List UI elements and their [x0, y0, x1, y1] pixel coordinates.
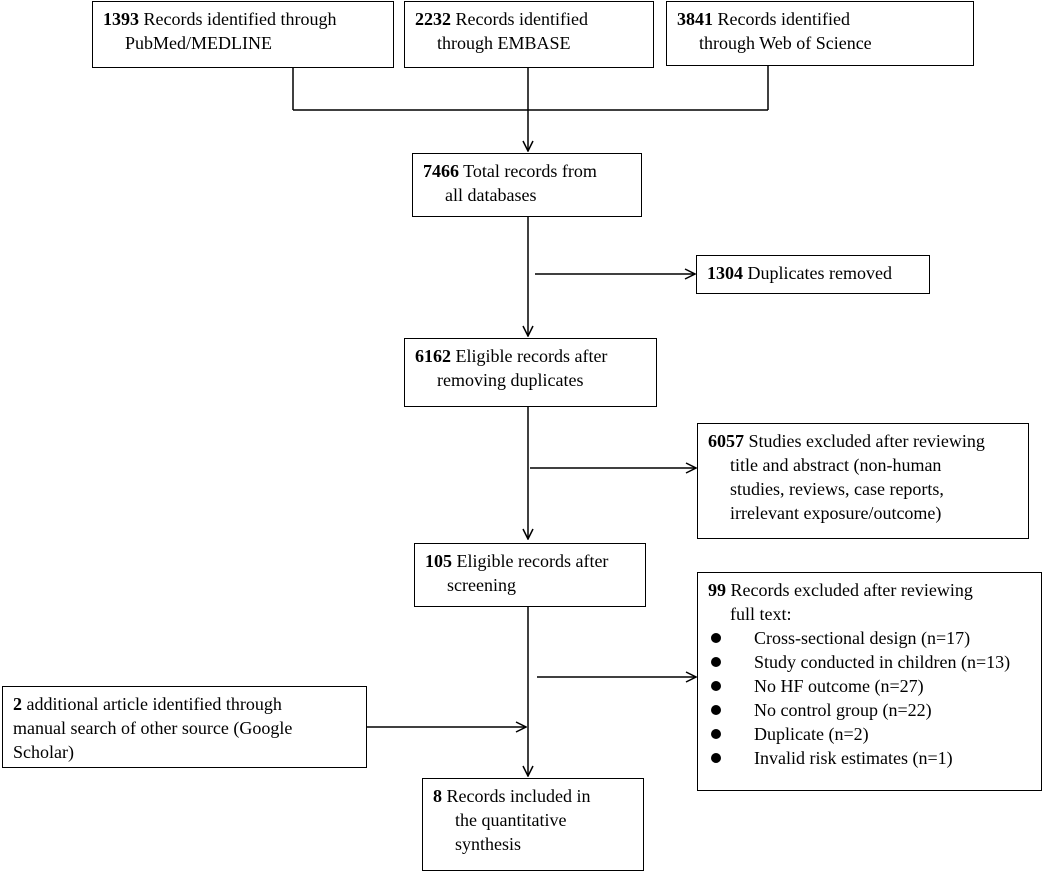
box-total-records: 7466 Total records from all databases: [412, 153, 642, 217]
text-excluded-title-1: Studies excluded after reviewing: [744, 431, 985, 451]
box-pubmed: 1393 Records identified through PubMed/M…: [92, 1, 394, 68]
text-embase-1: Records identified: [451, 9, 588, 29]
box-additional-articles: 2 additional article identified through …: [2, 686, 367, 768]
count-wos: 3841: [677, 9, 713, 29]
exclusion-reason-item: No control group (n=22): [708, 698, 1031, 722]
text-excluded-fulltext-2: full text:: [730, 604, 792, 624]
text-excluded-title-4: irrelevant exposure/outcome): [730, 503, 942, 523]
text-wos-1: Records identified: [713, 9, 850, 29]
text-total-1: Total records from: [459, 161, 597, 181]
exclusion-reason-item: Duplicate (n=2): [708, 722, 1031, 746]
text-eligible-2: removing duplicates: [437, 370, 584, 390]
text-excluded-title-3: studies, reviews, case reports,: [730, 479, 944, 499]
box-excluded-title-abstract: 6057 Studies excluded after reviewing ti…: [697, 423, 1029, 539]
text-included-2: the quantitative: [455, 810, 567, 830]
exclusion-reasons-list: Cross-sectional design (n=17) Study cond…: [708, 626, 1031, 770]
box-eligible-records: 6162 Eligible records after removing dup…: [404, 338, 657, 407]
exclusion-reason-item: Cross-sectional design (n=17): [708, 626, 1031, 650]
box-screened-records: 105 Eligible records after screening: [414, 543, 646, 607]
text-total-2: all databases: [445, 185, 537, 205]
count-included: 8: [433, 786, 442, 806]
text-screened-1: Eligible records after: [452, 551, 609, 571]
box-web-of-science: 3841 Records identified through Web of S…: [666, 1, 974, 66]
text-excluded-title-2: title and abstract (non-human: [730, 455, 942, 475]
count-total: 7466: [423, 161, 459, 181]
text-additional-2: manual search of other source (Google: [13, 718, 293, 738]
text-pubmed-2: PubMed/MEDLINE: [125, 33, 272, 53]
exclusion-reason-item: Study conducted in children (n=13): [708, 650, 1031, 674]
box-duplicates-removed: 1304 Duplicates removed: [696, 255, 930, 294]
text-additional-3: Scholar): [13, 742, 74, 762]
box-included-records: 8 Records included in the quantitative s…: [422, 778, 644, 871]
count-excluded-title: 6057: [708, 431, 744, 451]
text-pubmed-1: Records identified through: [139, 9, 337, 29]
text-included-3: synthesis: [455, 834, 522, 854]
text-screened-2: screening: [447, 575, 516, 595]
box-embase: 2232 Records identified through EMBASE: [404, 1, 654, 68]
text-excluded-fulltext-1: Records excluded after reviewing: [726, 580, 973, 600]
exclusion-reason-item: Invalid risk estimates (n=1): [708, 746, 1031, 770]
count-screened: 105: [425, 551, 452, 571]
box-excluded-full-text: 99 Records excluded after reviewing full…: [697, 572, 1042, 791]
count-duplicates: 1304: [707, 263, 743, 283]
text-embase-2: through EMBASE: [437, 33, 571, 53]
count-pubmed: 1393: [103, 9, 139, 29]
count-eligible: 6162: [415, 346, 451, 366]
text-eligible-1: Eligible records after: [451, 346, 608, 366]
exclusion-reason-item: No HF outcome (n=27): [708, 674, 1031, 698]
text-additional-1: additional article identified through: [22, 694, 282, 714]
text-included-1: Records included in: [442, 786, 591, 806]
text-wos-2: through Web of Science: [699, 33, 872, 53]
count-excluded-fulltext: 99: [708, 580, 726, 600]
text-duplicates: Duplicates removed: [743, 263, 892, 283]
count-embase: 2232: [415, 9, 451, 29]
count-additional: 2: [13, 694, 22, 714]
